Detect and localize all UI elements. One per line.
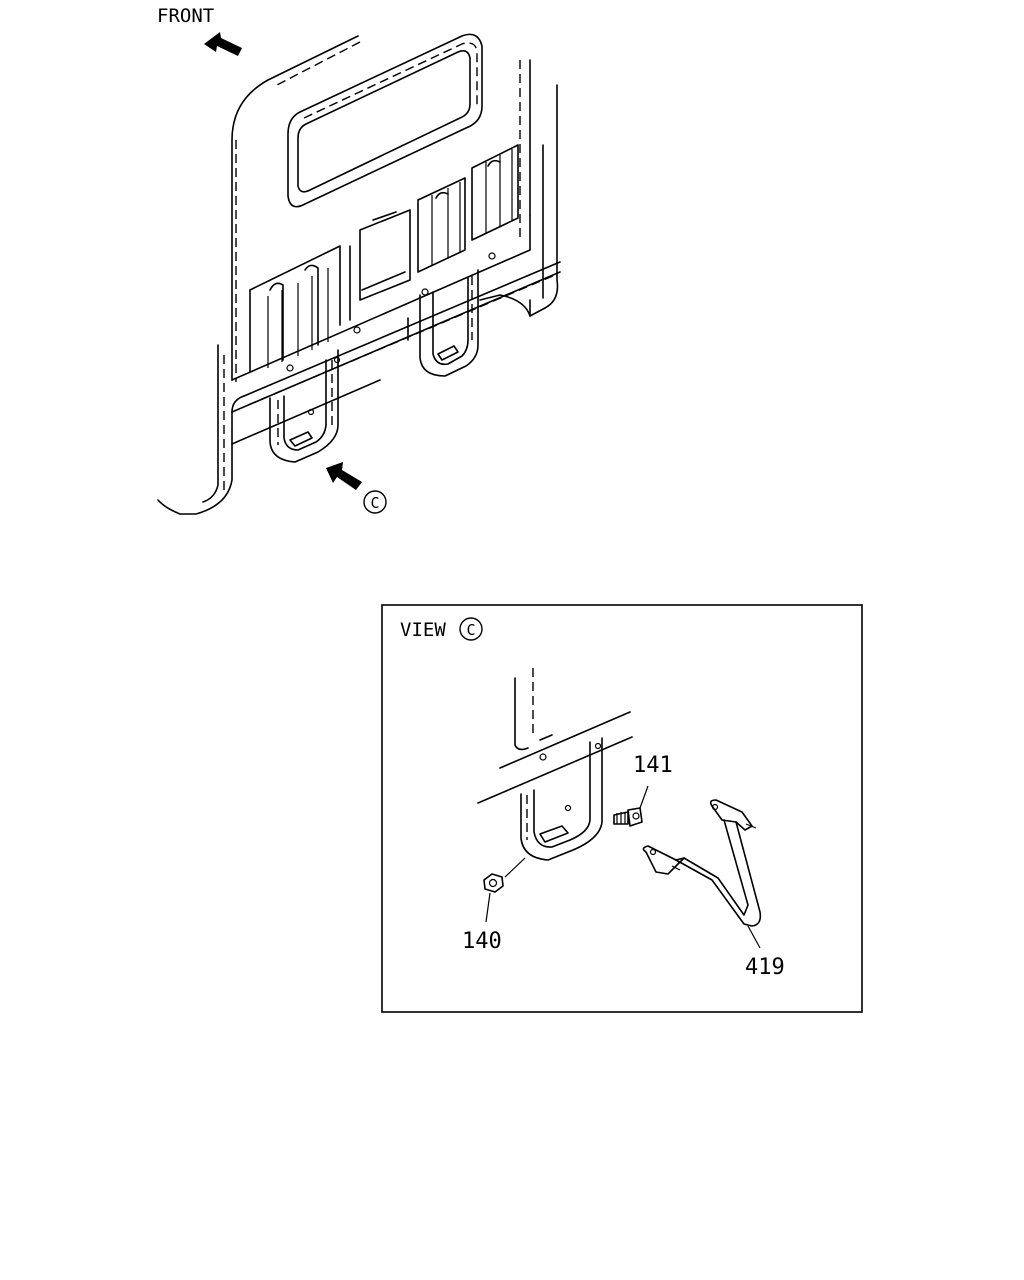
callout-141: 141 [633,753,673,778]
detail-view-marker: C [459,617,483,641]
front-label: FRONT [157,5,214,27]
view-c-arrow-icon [326,462,362,490]
svg-text:C: C [370,494,379,512]
nut-part: 140 [462,857,526,954]
svg-text:C: C [466,621,475,639]
callout-140: 140 [462,929,502,954]
callout-419: 419 [745,955,785,980]
detail-sill-bracket [477,668,633,861]
left-mount-bracket [269,349,339,463]
right-mount-bracket [407,269,479,377]
detail-frame [381,604,863,1013]
main-view: FRONT [157,5,561,515]
bracket-part: 419 [642,799,785,980]
detail-title: VIEW [400,619,446,641]
rear-window [287,33,483,208]
panel-louvres [249,144,519,373]
bolt-part: 141 [613,753,673,827]
mount-holes [286,252,496,416]
cab-back-panel [157,35,561,515]
view-c-marker: C [363,490,387,514]
detail-view: VIEW C 140 [381,604,863,1013]
front-arrow-icon [204,32,242,56]
